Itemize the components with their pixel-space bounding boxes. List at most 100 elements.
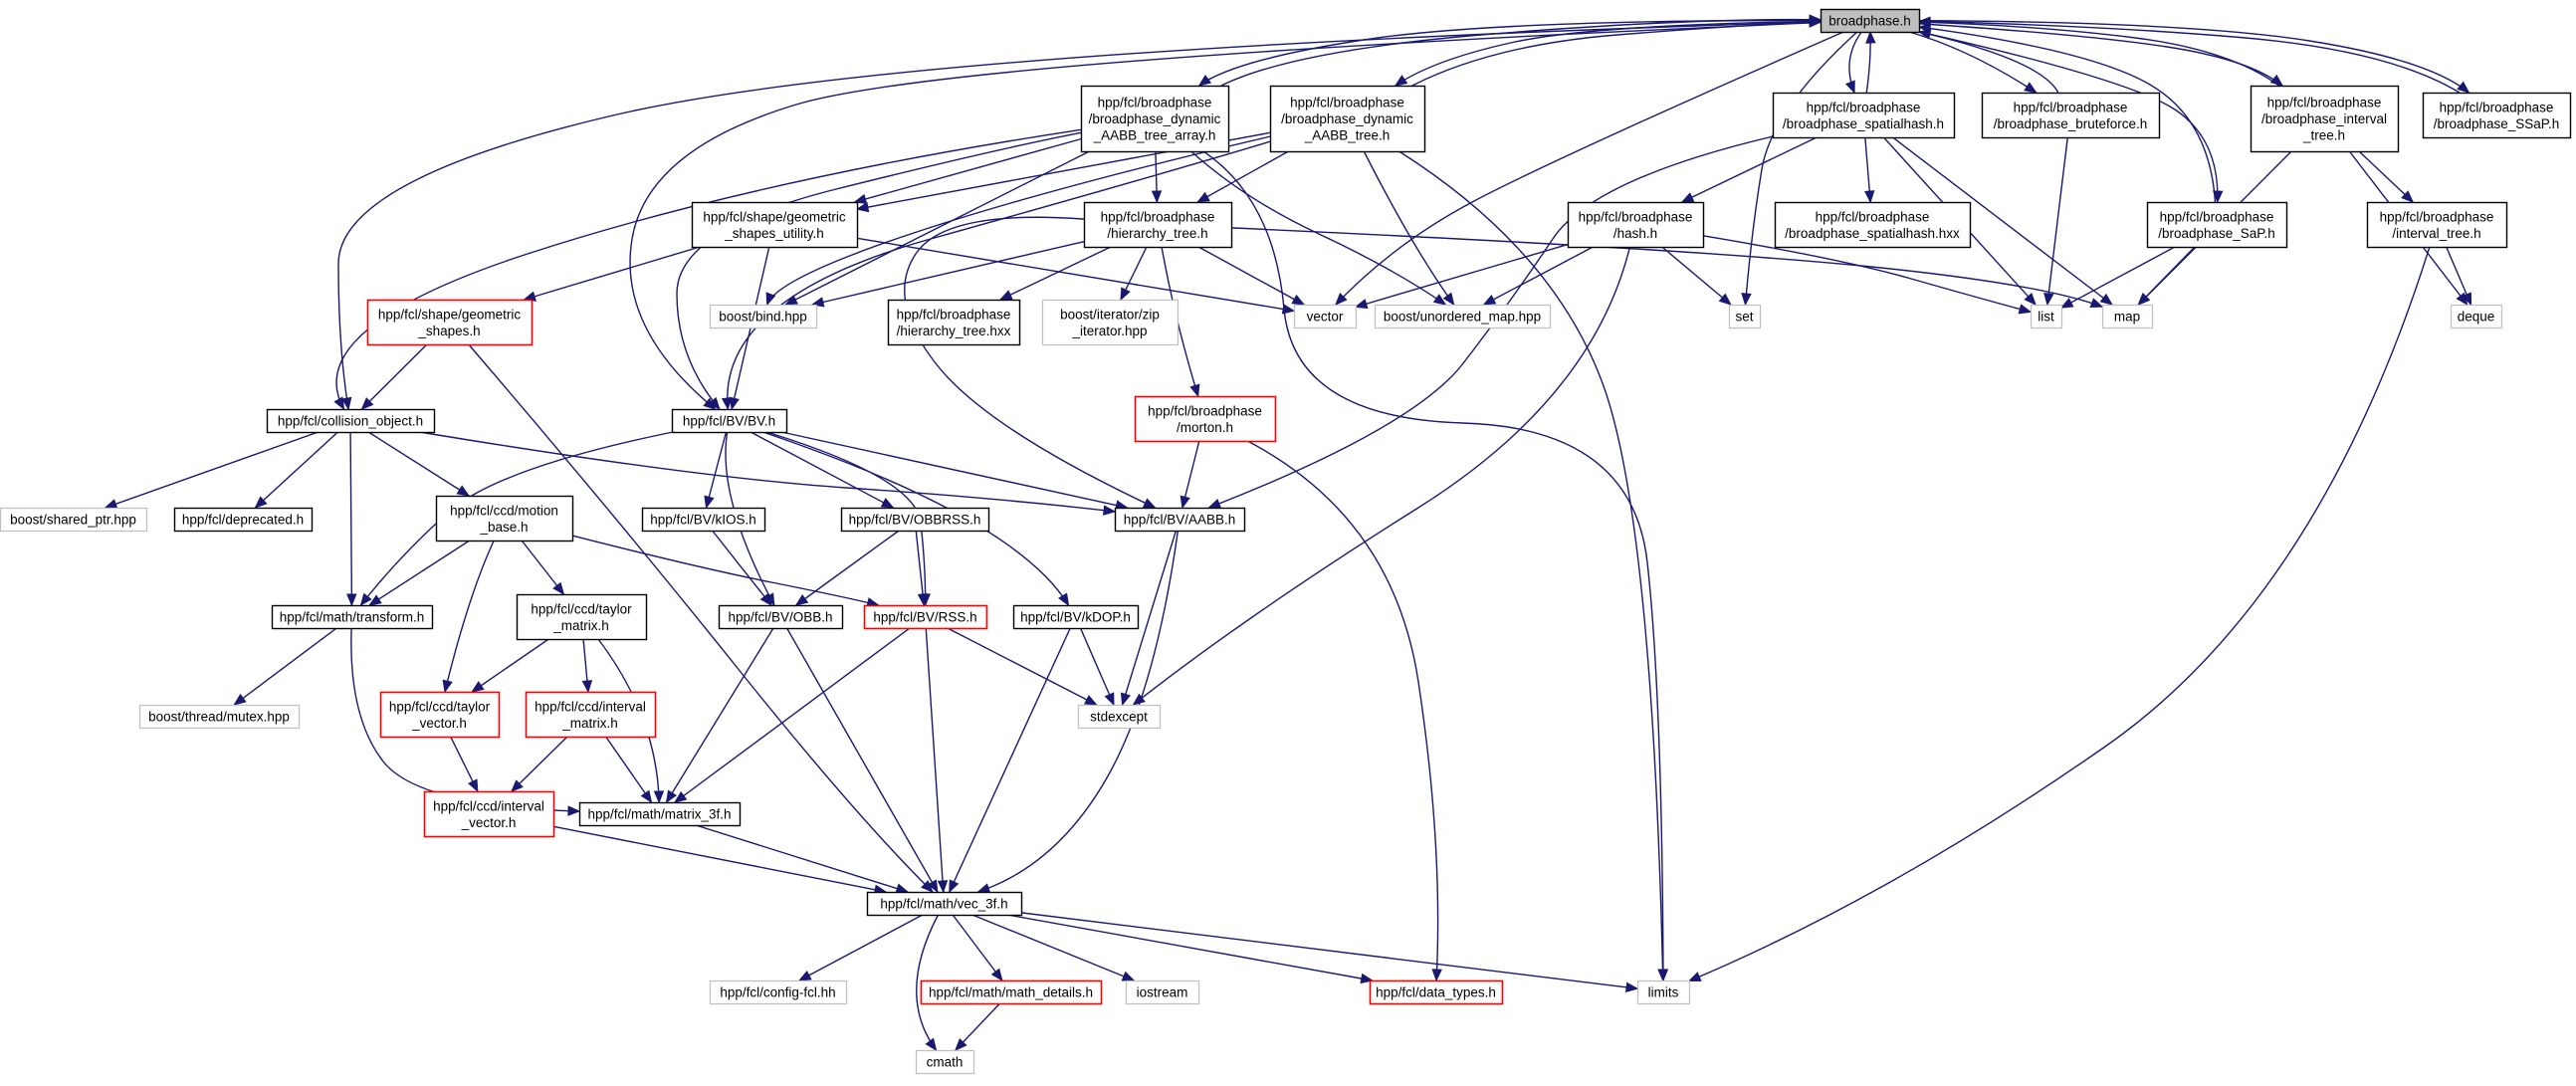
edge-arrowhead xyxy=(810,297,825,308)
node-obbrss[interactable]: hpp/fcl/BV/OBBRSS.h xyxy=(840,507,990,533)
node-shared-ptr[interactable]: boost/shared_ptr.hpp xyxy=(0,507,148,533)
node-map[interactable]: map xyxy=(2101,304,2154,329)
edge-arrowhead xyxy=(708,396,721,411)
node-kios[interactable]: hpp/fcl/BV/kIOS.h xyxy=(641,507,766,533)
node-box xyxy=(1269,85,1426,153)
node-transform[interactable]: hpp/fcl/math/transform.h xyxy=(271,604,434,630)
node-math-details[interactable]: hpp/fcl/math/math_details.h xyxy=(920,979,1103,1005)
node-hier-hxx[interactable]: hpp/fcl/broadphase/hierarchy_tree.hxx xyxy=(887,299,1021,346)
node-vec3f[interactable]: hpp/fcl/math/vec_3f.h xyxy=(866,891,1023,917)
node-box xyxy=(2422,92,2572,139)
node-taylor-mat[interactable]: hpp/fcl/ccd/taylor_matrix.h xyxy=(516,593,648,641)
dependency-edge xyxy=(977,530,1180,893)
node-box xyxy=(671,408,788,434)
node-umap[interactable]: boost/unordered_map.hpp xyxy=(1374,304,1552,329)
node-taylor-vec[interactable]: hpp/fcl/ccd/taylor_vector.h xyxy=(379,691,501,739)
node-vector[interactable]: vector xyxy=(1293,304,1358,329)
edge-arrowhead xyxy=(1624,981,1639,993)
dependency-edge xyxy=(1020,912,1638,989)
node-interval-tree-bp[interactable]: hpp/fcl/broadphase/broadphase_interval_t… xyxy=(2250,85,2400,153)
node-label: hpp/fcl/shape/geometric xyxy=(378,307,522,322)
node-box xyxy=(1728,304,1762,329)
node-bv[interactable]: hpp/fcl/BV/BV.h xyxy=(671,408,788,434)
node-brute[interactable]: hpp/fcl/broadphase/broadphase_bruteforce… xyxy=(1981,92,2161,139)
dependency-edge xyxy=(361,343,428,410)
node-collobj[interactable]: hpp/fcl/collision_object.h xyxy=(266,408,436,434)
node-set[interactable]: set xyxy=(1728,304,1762,329)
node-list[interactable]: list xyxy=(2030,304,2063,329)
node-geom-util[interactable]: hpp/fcl/shape/geometric_shapes_utility.h xyxy=(691,201,859,249)
node-matrix3f[interactable]: hpp/fcl/math/matrix_3f.h xyxy=(578,801,742,827)
node-label: /broadphase_bruteforce.h xyxy=(1994,116,2148,131)
node-label: /morton.h xyxy=(1177,420,1233,435)
dependency-edge xyxy=(255,431,338,509)
node-label: hpp/fcl/shape/geometric xyxy=(703,209,846,224)
node-spatial-hxx[interactable]: hpp/fcl/broadphase/broadphase_spatialhas… xyxy=(1774,201,1972,249)
dependency-edge xyxy=(1702,235,2032,314)
dependency-edge xyxy=(1355,243,1569,309)
edge-arrowhead xyxy=(1121,971,1136,981)
node-box xyxy=(1083,201,1233,249)
node-iostream[interactable]: iostream xyxy=(1125,979,1200,1005)
node-dyn[interactable]: hpp/fcl/broadphase/broadphase_dynamic_AA… xyxy=(1269,85,1426,153)
node-interval-mat[interactable]: hpp/fcl/ccd/interval_matrix.h xyxy=(525,691,657,739)
node-label: /broadphase_dynamic xyxy=(1281,111,1413,126)
dependency-edge xyxy=(785,627,939,893)
node-ssap[interactable]: hpp/fcl/broadphase/broadphase_SSaP.h xyxy=(2422,92,2572,139)
node-deque[interactable]: deque xyxy=(2450,304,2503,329)
edge-arrowhead xyxy=(1680,192,1695,203)
dependency-edge xyxy=(335,128,1082,410)
dependency-edge xyxy=(368,540,471,606)
node-label: hpp/fcl/config-fcl.hh xyxy=(720,985,835,1000)
node-deprecated[interactable]: hpp/fcl/deprecated.h xyxy=(173,507,314,533)
node-box xyxy=(2250,85,2400,153)
node-rss[interactable]: hpp/fcl/BV/RSS.h xyxy=(863,604,988,630)
dependency-edge xyxy=(1892,136,2113,306)
node-cmath[interactable]: cmath xyxy=(915,1049,975,1075)
node-box xyxy=(1772,92,1956,139)
node-kdop[interactable]: hpp/fcl/BV/kDOP.h xyxy=(1012,604,1140,630)
node-box xyxy=(1134,395,1277,443)
node-config[interactable]: hpp/fcl/config-fcl.hh xyxy=(709,979,848,1005)
dependency-edge xyxy=(571,535,879,606)
node-interval-vec[interactable]: hpp/fcl/ccd/interval_vector.h xyxy=(423,790,555,838)
node-morton[interactable]: hpp/fcl/broadphase/morton.h xyxy=(1134,395,1277,443)
dependency-edge xyxy=(1688,246,2431,982)
edge-arrowhead xyxy=(104,499,118,510)
node-geom[interactable]: hpp/fcl/shape/geometric_shapes.h xyxy=(366,299,534,346)
edge-arrowhead xyxy=(653,790,665,804)
node-box xyxy=(915,1049,975,1075)
node-label: hpp/fcl/BV/BV.h xyxy=(683,414,775,429)
edge-arrowhead xyxy=(468,778,479,793)
edge-arrowhead xyxy=(937,880,949,894)
node-label: boost/iterator/zip xyxy=(1060,307,1160,322)
node-label: /hierarchy_tree.hxx xyxy=(897,324,1011,338)
node-obb[interactable]: hpp/fcl/BV/OBB.h xyxy=(718,604,844,630)
node-interval-tree[interactable]: hpp/fcl/broadphase/interval_tree.h xyxy=(2366,201,2508,249)
node-label: /broadphase_dynamic xyxy=(1089,111,1221,126)
dependency-edge xyxy=(750,431,894,509)
node-motion[interactable]: hpp/fcl/ccd/motion_base.h xyxy=(435,495,574,543)
node-aabb[interactable]: hpp/fcl/BV/AABB.h xyxy=(1114,507,1246,533)
dependency-edge xyxy=(854,137,1082,203)
dependency-edge xyxy=(1918,31,2059,94)
node-zip[interactable]: boost/iterator/zip_iterator.hpp xyxy=(1041,299,1180,346)
node-label: hpp/fcl/broadphase xyxy=(1807,100,1921,114)
edge-arrowhead xyxy=(333,396,345,411)
node-mutex[interactable]: boost/thread/mutex.hpp xyxy=(138,704,301,730)
node-label: boost/thread/mutex.hpp xyxy=(148,710,290,725)
node-label: hpp/fcl/broadphase xyxy=(1290,96,1404,110)
node-hash[interactable]: hpp/fcl/broadphase/hash.h xyxy=(1567,201,1705,249)
node-bind[interactable]: boost/bind.hpp xyxy=(709,304,818,329)
dependency-edge xyxy=(1335,31,1844,306)
edge-arrowhead xyxy=(1207,498,1222,509)
node-data-types[interactable]: hpp/fcl/data_types.h xyxy=(1369,979,1504,1005)
node-dyn-arr[interactable]: hpp/fcl/broadphase/broadphase_dynamic_AA… xyxy=(1080,85,1230,153)
node-sap[interactable]: hpp/fcl/broadphase/broadphase_SaP.h xyxy=(2146,201,2288,249)
edge-arrowhead xyxy=(1741,293,1752,307)
edge-arrowhead xyxy=(1718,293,1732,306)
node-spatial[interactable]: hpp/fcl/broadphase/broadphase_spatialhas… xyxy=(1772,92,1956,139)
node-stdexcept[interactable]: stdexcept xyxy=(1077,704,1162,730)
node-limits[interactable]: limits xyxy=(1636,979,1691,1005)
node-hier[interactable]: hpp/fcl/broadphase/hierarchy_tree.h xyxy=(1083,201,1233,249)
